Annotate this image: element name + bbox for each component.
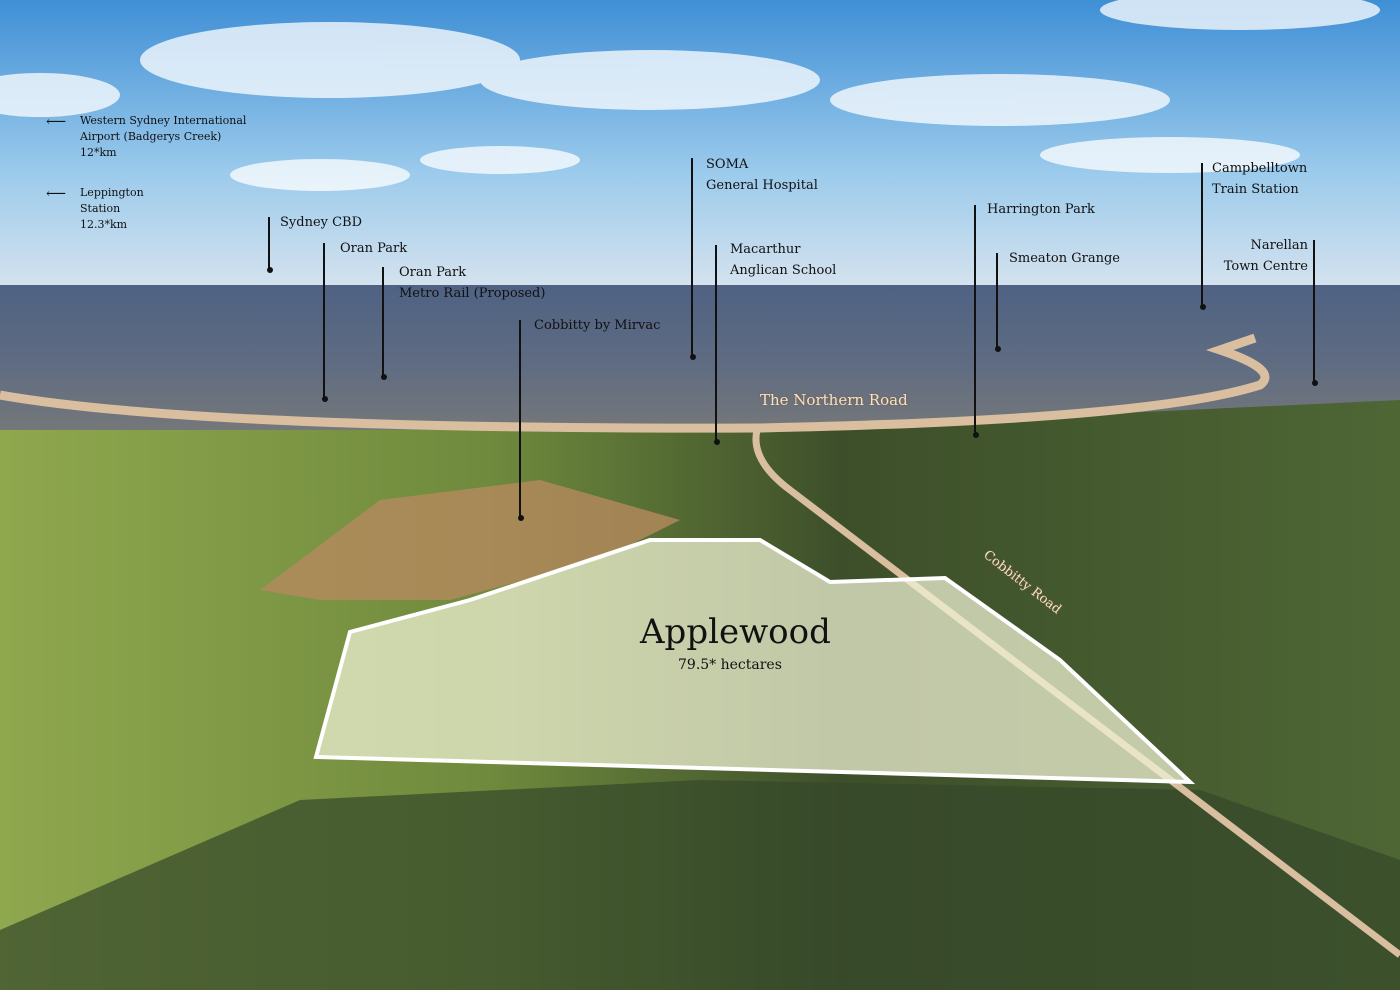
label-line: Harrington Park [987,202,1095,217]
label-oran-park: Oran Park [340,238,407,259]
arrow-left-icon: ⟵ [46,114,67,130]
development-name: Applewood [640,612,831,652]
label-leppington: Leppington Station 12.3*km [80,185,144,233]
label-harrington-park: Harrington Park [987,199,1095,220]
callout-dot [322,396,328,402]
label-line: Town Centre [1223,259,1308,274]
label-line: Oran Park [399,265,467,280]
callout-line [1313,240,1315,383]
callout-line [715,245,717,442]
label-line: Western Sydney International [80,114,247,127]
callout-dot [381,374,387,380]
callout-line [996,253,998,349]
label-line: Station [80,202,121,215]
label-line: 12*km [80,146,117,159]
applewood-boundary [313,538,1196,785]
label-line: Campbelltown [1212,161,1308,176]
callout-dot [714,439,720,445]
label-airport: Western Sydney International Airport (Ba… [80,113,246,161]
label-line: Metro Rail (Proposed) [399,286,546,301]
label-cobbitty-mirvac: Cobbitty by Mirvac [534,315,660,336]
arrow-left-icon: ⟵ [46,186,67,202]
label-line: Oran Park [340,241,408,256]
label-line: Train Station [1212,182,1299,197]
callout-dot [518,515,524,521]
label-line: Airport (Badgerys Creek) [80,130,222,143]
callout-line [974,205,976,435]
callout-line [691,158,693,357]
label-soma: SOMA General Hospital [706,154,818,196]
label-line: Anglican School [730,263,837,278]
label-line: 12.3*km [80,218,128,231]
label-line: Narellan [1250,238,1308,253]
label-line: SOMA [706,157,749,172]
callout-line [1201,163,1203,307]
label-line: Macarthur [730,242,801,257]
forest-band [0,780,1400,990]
label-line: General Hospital [706,178,818,193]
construction-site [260,480,680,600]
label-line: Smeaton Grange [1009,251,1120,266]
callout-line [519,320,521,518]
callout-dot [267,267,273,273]
callout-line [268,217,270,270]
callout-line [382,267,384,377]
label-line: Leppington [80,186,144,199]
clouds [0,0,1380,191]
label-line: Cobbitty by Mirvac [534,318,661,333]
label-sydney-cbd: Sydney CBD [280,212,362,233]
callout-dot [690,354,696,360]
callout-dot [973,432,979,438]
northern-road-label: The Northern Road [760,391,908,409]
cobbitty-road [752,429,1400,958]
callout-dot [1200,304,1206,310]
northern-road [0,333,1270,433]
label-smeaton-grange: Smeaton Grange [1009,248,1120,269]
label-line: Sydney CBD [280,215,363,230]
callout-dot [1312,380,1318,386]
development-area: 79.5* hectares [678,657,782,673]
callout-dot [995,346,1001,352]
callout-line [323,243,325,399]
